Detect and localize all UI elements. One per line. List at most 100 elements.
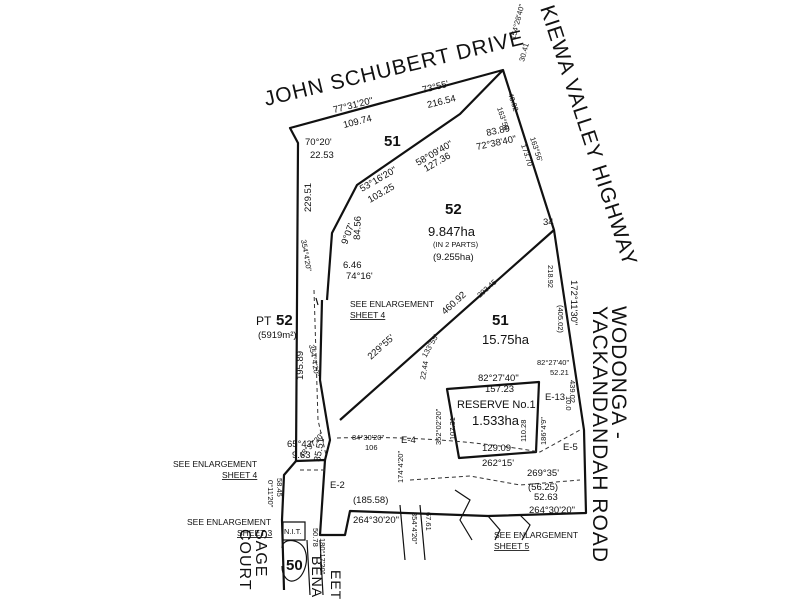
distance-58-45: 58.45 (275, 478, 284, 497)
lot-51-south-area: 15.75ha (482, 332, 530, 347)
distance-110-28: 110.28 (519, 420, 528, 442)
bearing-229-55: 229°55' (366, 332, 397, 362)
easement-e4-label: E-4 (401, 435, 416, 446)
lower-left-boundary (280, 460, 297, 591)
outer-boundary (288, 68, 588, 537)
sheet5-right: SHEET 5 (494, 541, 530, 551)
distance-6-46: 6.46 (343, 260, 362, 271)
sheet5-detail-line (454, 489, 531, 541)
distance-405-02: (405.02) (556, 305, 565, 333)
distance-460-92: 460.92 (440, 290, 469, 318)
distance-195-89: 195.89 (295, 351, 306, 380)
lot-52-label: 52 (445, 201, 462, 218)
distance-10-0: 10.0 (564, 396, 573, 411)
north-west-stub (289, 123, 305, 129)
lot-52-area: 9.847ha (428, 224, 476, 239)
bearing-82-27-40-b: 82°27'40" (478, 373, 519, 384)
distance-106: 106 (365, 443, 378, 452)
pt52-number: 52 (276, 312, 293, 329)
distance-85-51: 85.51 (312, 437, 327, 462)
reserve-boundary (445, 380, 541, 460)
road-sage: SAGE (252, 529, 269, 577)
lower-stub (399, 504, 426, 561)
distance-22-53: 22.53 (310, 150, 334, 161)
boundary-lot51-lot52 (325, 69, 504, 301)
bearing-264-30-20-b: 264°30'20" (529, 505, 575, 516)
road-court: COURT (236, 529, 253, 591)
bena-street-line (306, 539, 324, 596)
bearing-352-02-20: 352°02'20" (434, 408, 443, 445)
bearing-154-28-40: 154°28'40" (508, 3, 526, 41)
distance-40-92: 40.92 (506, 92, 520, 113)
distance-52-63: 52.63 (534, 492, 558, 503)
lot-51-north-label: 51 (384, 133, 401, 150)
easement-e5-label: E-5 (563, 442, 578, 453)
bearing-65-43: 65°43' (287, 439, 314, 450)
distance-109-74: 109.74 (342, 113, 373, 131)
pt52-inner-line (315, 297, 319, 306)
distance-56-25: (56.25) (528, 482, 558, 493)
see-enlargement-right5: SEE ENLARGEMENT (494, 530, 578, 540)
distance-52-21: 52.21 (550, 368, 569, 377)
distance-107-31: 107.31 (448, 417, 457, 440)
pt52-strip-boundary (318, 299, 332, 461)
bearing-70-20: 70°20' (305, 137, 332, 148)
distance-9-63: 9.63 (292, 450, 311, 461)
bearing-174-4-20: 174°4'20" (396, 451, 405, 483)
distance-229-51: 229.51 (303, 183, 314, 212)
easement-e4 (336, 429, 581, 453)
road-wodonga-2: YACKANDANDAH ROAD (588, 306, 611, 563)
see-enlargement-left3: SEE ENLARGEMENT (187, 517, 271, 527)
road-kiewa-valley-highway: KIEWA VALLEY HIGHWAY (535, 2, 641, 269)
road-john-schubert-drive: JOHN SCHUBERT DRIVE (262, 26, 527, 111)
bearing-262-15: 262°15' (482, 458, 514, 469)
road-eet: EET (328, 570, 344, 600)
bearing-82-27-40-a: 82°27'40" (537, 358, 569, 367)
reserve-label: RESERVE No.1 (457, 399, 536, 411)
distance-84-56: 84.56 (352, 216, 364, 240)
bearing-354-4-20-b: 354°4'20" (307, 344, 321, 378)
distance-185-58: (185.58) (353, 495, 388, 506)
distance-83-89: 83.89 (485, 123, 511, 139)
easement-pt52 (313, 289, 327, 456)
easement-e13-label: E-13 (545, 392, 565, 403)
lot-51-south-label: 51 (492, 312, 509, 329)
lot-52-sub-area: (9.255ha) (433, 252, 474, 263)
see-enlargement-center: SEE ENLARGEMENT (350, 299, 434, 309)
distance-50-78: 50.78 (311, 528, 320, 547)
distance-293-45: 293.45 (475, 277, 498, 299)
sheet4-center: SHEET 4 (350, 310, 386, 320)
bearing-180-17-20: 180°17'20" (318, 538, 327, 575)
boundary-lot52-lot51-south (339, 229, 555, 421)
reserve-area: 1.533ha (472, 413, 520, 428)
road-wodonga-1: WODONGA - (607, 306, 630, 440)
lot-50-label: 50 (286, 557, 303, 574)
distance-34: 34 (543, 217, 554, 228)
bearing-73-55: 73°55' (421, 79, 450, 96)
bearing-172-11-30: 172°11'30" (568, 280, 579, 325)
see-enlargement-left4: SEE ENLARGEMENT (173, 459, 257, 469)
distance-129-09: 129.09 (482, 443, 511, 454)
bearing-74-16: 74°16' (346, 271, 373, 282)
road-bena: BENA (309, 556, 325, 598)
distance-67-61: 67.61 (424, 512, 433, 531)
sheet4-left: SHEET 4 (222, 470, 258, 480)
bearing-186-4-9: 186°4'9" (539, 417, 548, 445)
lot-52-parts: (IN 2 PARTS) (433, 240, 479, 249)
easement-e2-label: E-2 (330, 480, 345, 491)
bearing-0-11-20: 0°11'20" (266, 480, 275, 508)
easement-lower (409, 475, 581, 486)
distance-22-44: 22.44 (418, 360, 430, 380)
bearing-264-30-20-a: 264°30'20" (353, 515, 399, 526)
distance-216-54: 216.54 (426, 93, 457, 111)
nit-box (282, 521, 306, 541)
distance-439-02: 439.02 (568, 380, 577, 403)
nit-label: N.I.T. (284, 527, 302, 536)
bearing-354-4-20-c: 354°4'20" (410, 512, 419, 544)
pt52-area: (5919m²) (258, 330, 297, 341)
distance-157-23: 157.23 (485, 384, 514, 395)
bearing-354-4-20: 354°4'20" (299, 239, 313, 273)
bearing-84-30-20: 84°30'20" (352, 433, 384, 442)
sheet3-left: SHEET 3 (237, 528, 273, 538)
